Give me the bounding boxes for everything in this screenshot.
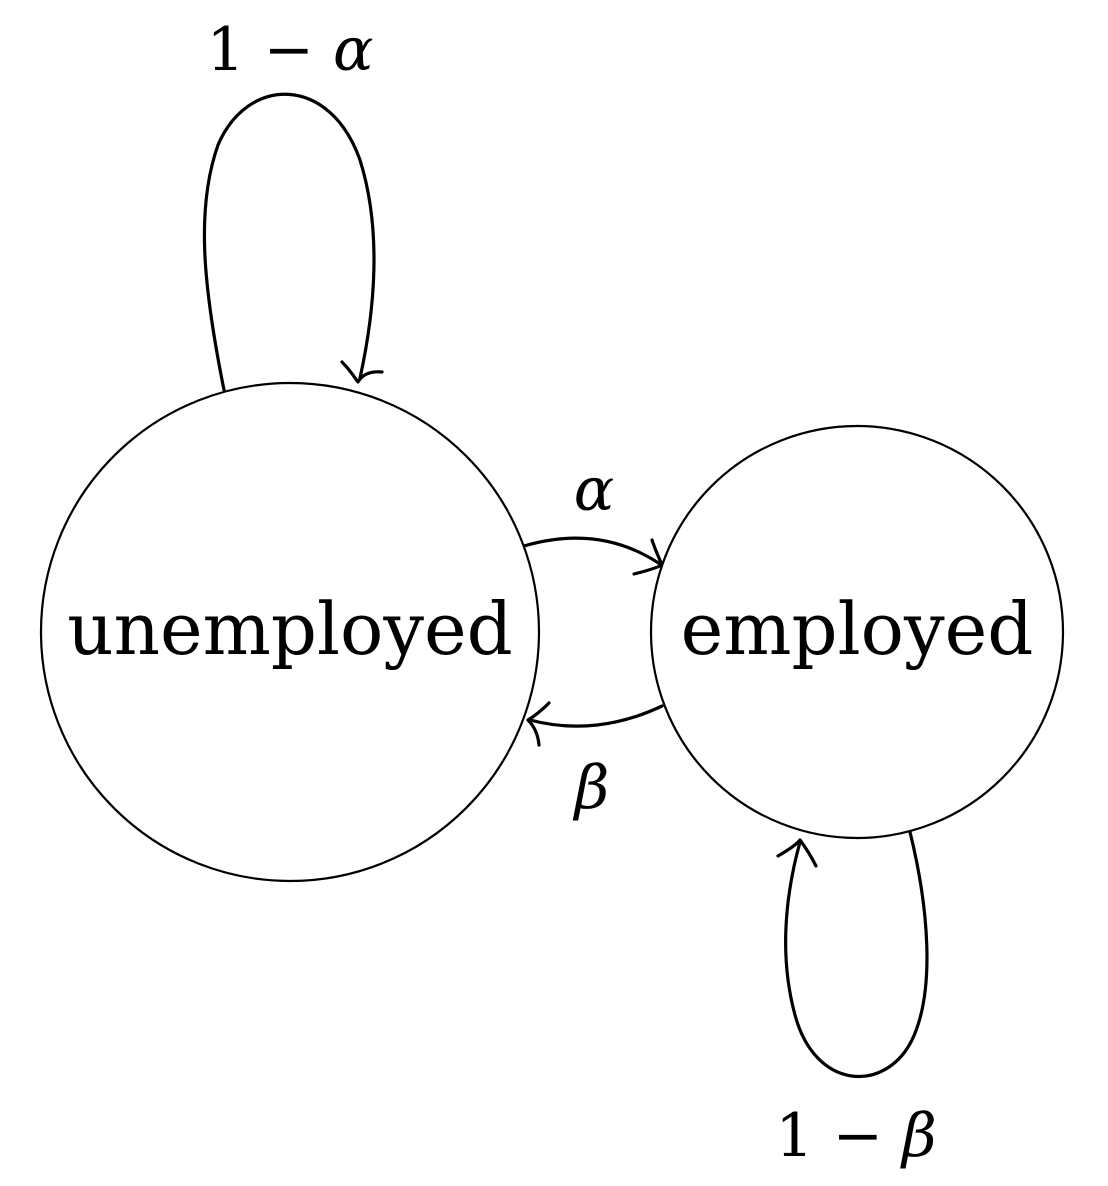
edge-label-employed-self-prefix: 1 −	[775, 1101, 902, 1171]
edge-label-unemployed-self-prefix: 1 −	[206, 15, 333, 85]
edge-label-employed-self-symbol: β	[900, 1101, 937, 1171]
edge-unemployed-to-employed	[522, 536, 662, 566]
edge-label-employed-to-unemployed: β	[573, 753, 610, 823]
edge-unemployed-self-arrowhead	[340, 360, 384, 384]
edge-label-employed-self: 1 − β	[775, 1101, 936, 1171]
edge-label-unemployed-self: 1 − α	[206, 15, 373, 85]
edge-label-unemployed-self-symbol: α	[333, 15, 374, 85]
edge-unemployed-self-loop	[202, 92, 376, 392]
node-unemployed-label: unemployed	[67, 587, 512, 671]
node-employed-label: employed	[681, 587, 1034, 671]
edge-employed-to-unemployed-arrowhead	[526, 701, 551, 747]
node-unemployed	[39, 381, 541, 883]
edge-employed-to-unemployed	[528, 704, 664, 728]
edge-label-unemployed-to-employed: α	[574, 455, 615, 525]
edge-employed-self-arrowhead	[776, 838, 818, 868]
edge-employed-self-loop	[784, 830, 929, 1078]
node-employed	[649, 424, 1065, 840]
